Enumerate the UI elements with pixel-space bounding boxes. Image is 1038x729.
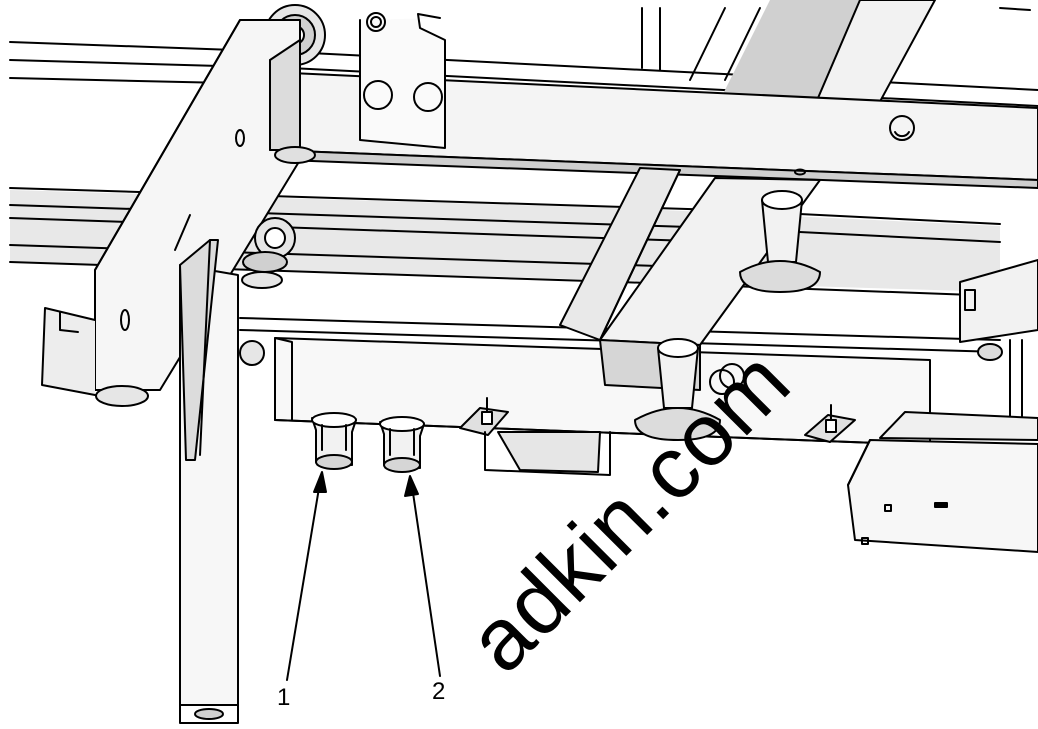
leg-post <box>179 239 239 724</box>
left-clamp-tab <box>41 307 96 396</box>
clip-bracket-left <box>459 397 509 436</box>
fitting-2 <box>379 416 425 473</box>
control-box <box>847 411 1038 553</box>
left-arm <box>94 19 316 407</box>
cross-beam-left <box>559 167 681 341</box>
callout-label-1: 1 <box>277 684 291 711</box>
lower-tube <box>239 317 1001 446</box>
leader-line-2 <box>404 475 441 677</box>
callout-label-2: 2 <box>432 678 446 705</box>
hanger-bracket <box>359 12 446 149</box>
t-knob-upper <box>739 190 821 293</box>
leader-line-1 <box>286 471 327 681</box>
t-knob-lower <box>634 338 721 441</box>
u-channel <box>484 431 611 476</box>
right-panel <box>959 259 1038 421</box>
clip-bracket-right <box>804 404 856 443</box>
background-posts <box>641 7 1031 81</box>
fitting-1 <box>311 412 357 470</box>
mid-roller-stack <box>239 217 296 366</box>
